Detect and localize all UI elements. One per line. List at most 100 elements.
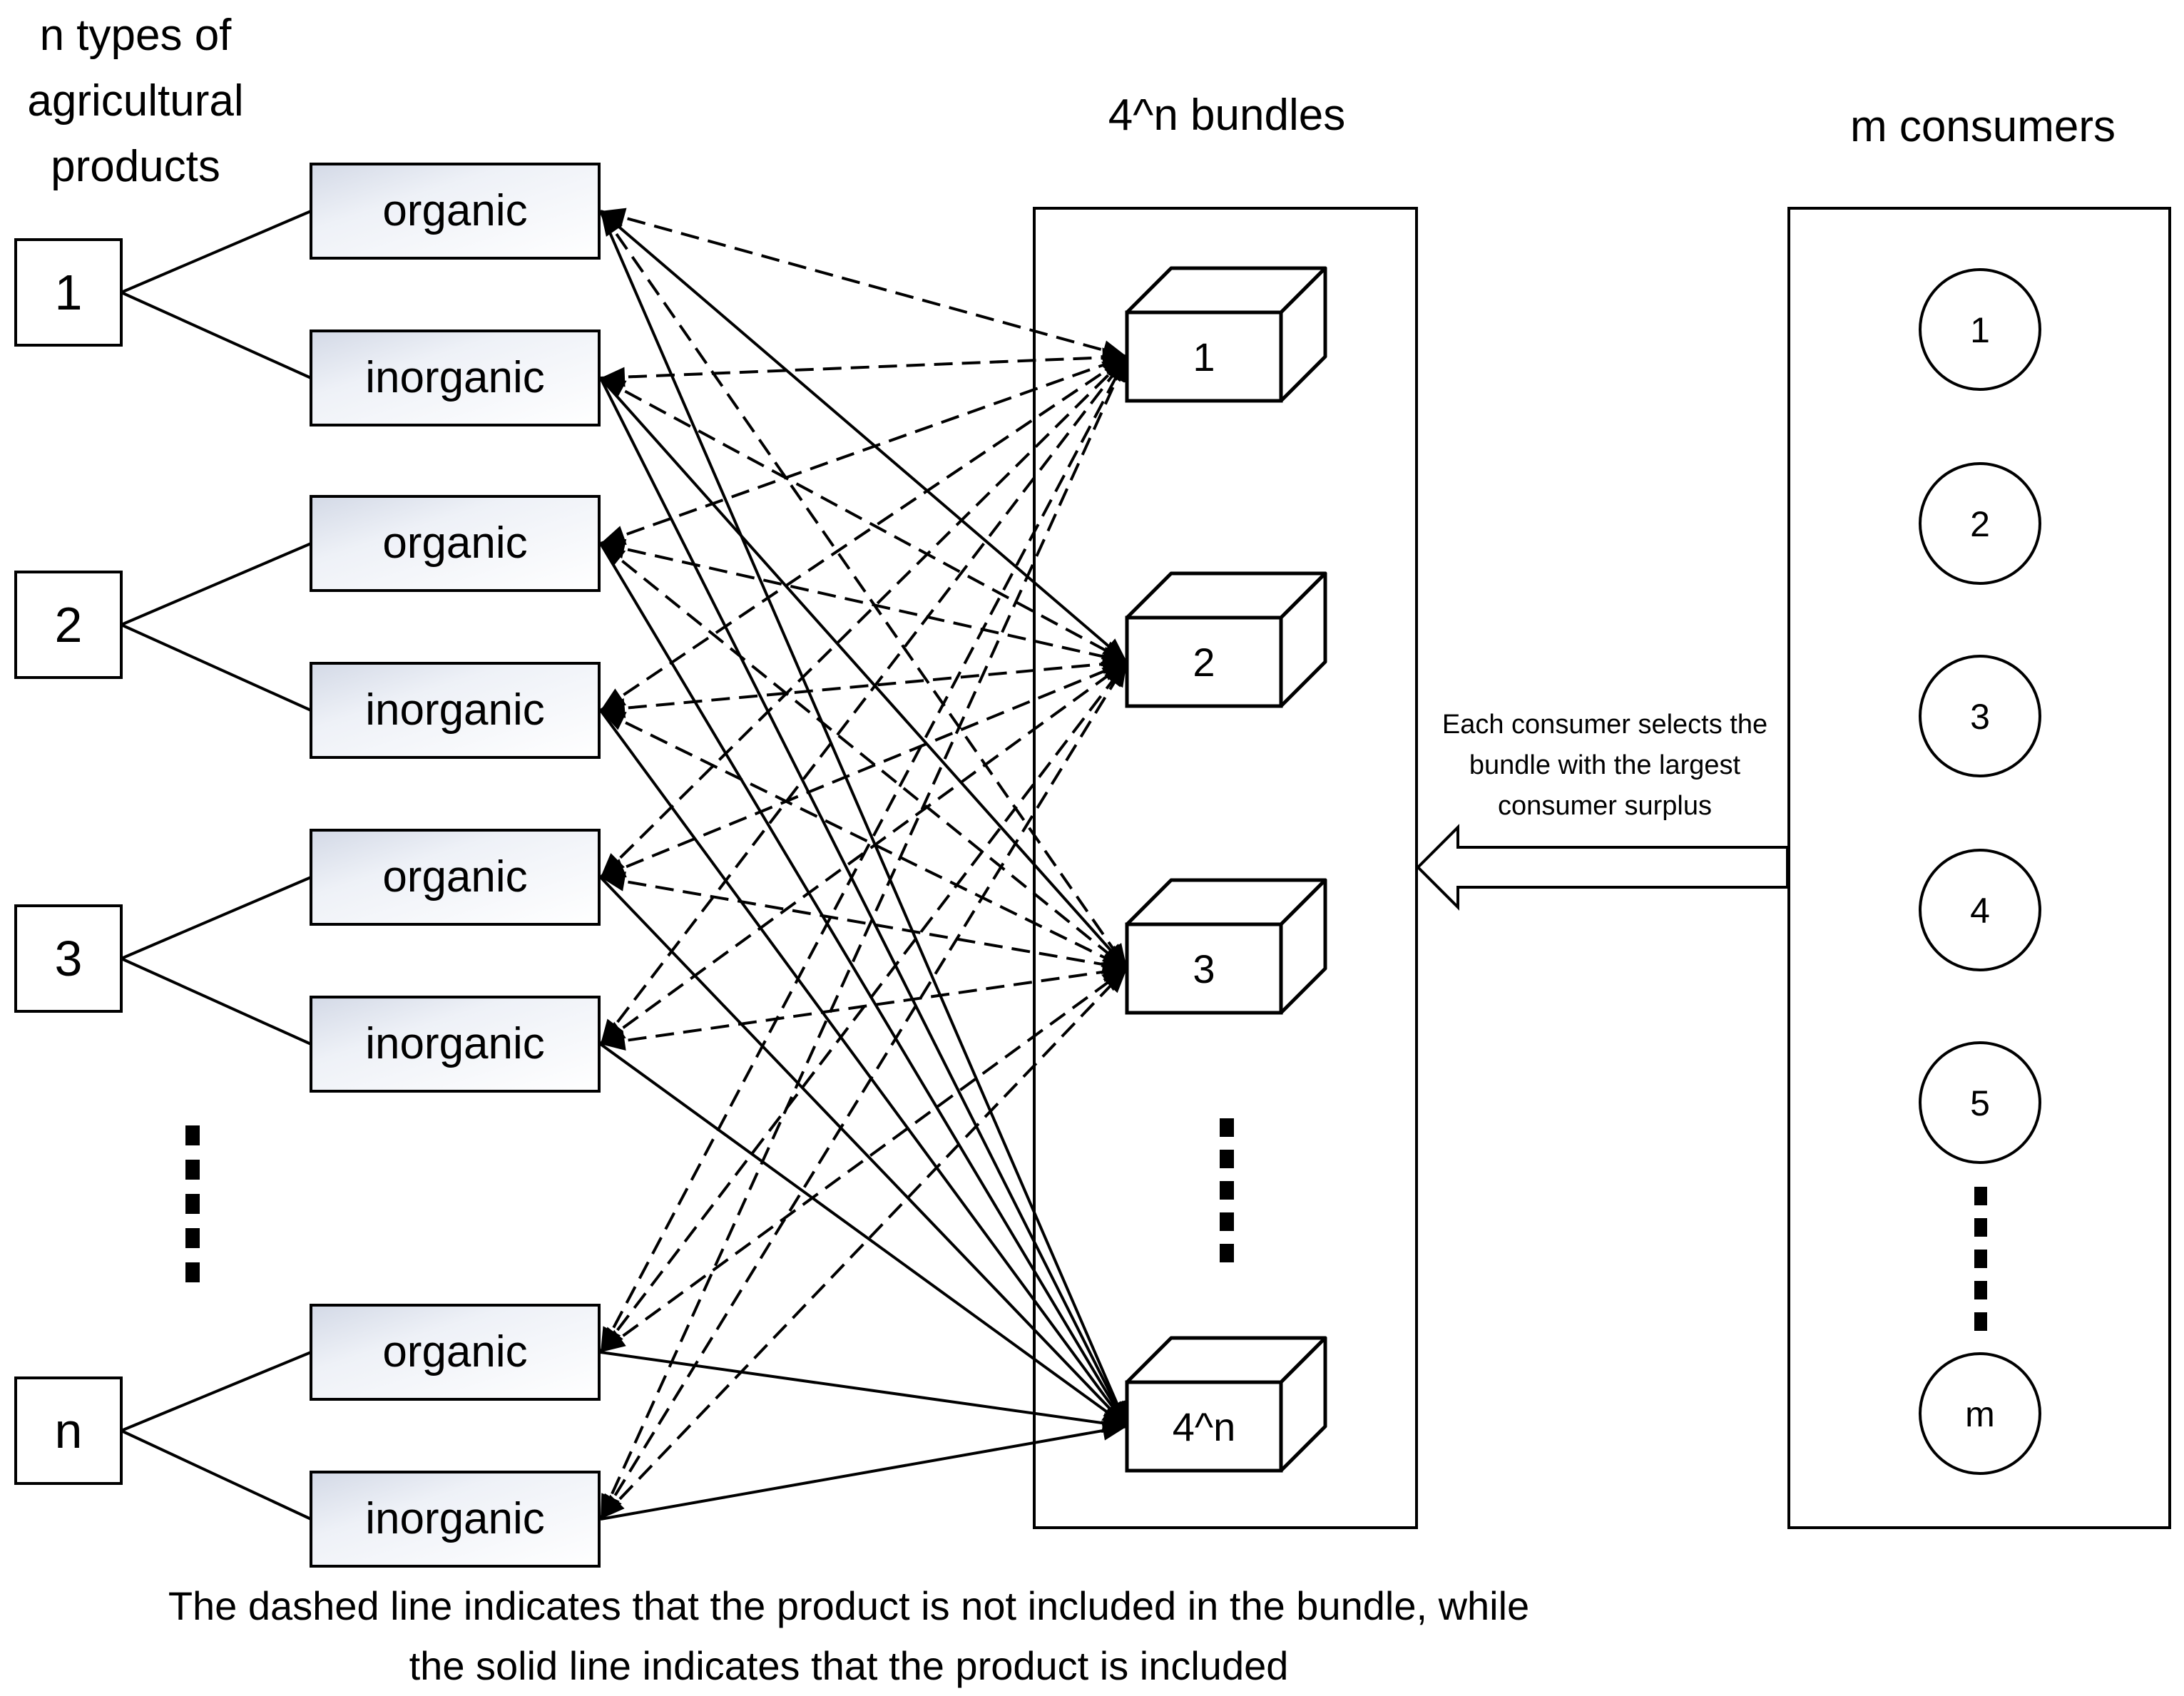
included-link: [599, 377, 1128, 1427]
consumer-circle: [1919, 462, 2041, 585]
product-arrowhead: [601, 208, 627, 228]
consumer-circle: [1919, 849, 2041, 971]
type-variant-connector: [121, 1429, 312, 1521]
included-link: [599, 876, 1128, 1428]
excluded-link: [600, 377, 1128, 663]
bundle-arrowhead: [1106, 662, 1127, 688]
consumer-label: 5: [1970, 1083, 1990, 1123]
links-layer: [599, 208, 1128, 1521]
type-variant-connector: [121, 623, 312, 712]
bundle-front-face: [1125, 615, 1283, 708]
consumer-circle: [1919, 1041, 2041, 1164]
excluded-link: [599, 660, 1128, 1046]
included-link: [599, 542, 1128, 1428]
bundles-frame: [1033, 207, 1418, 1529]
excluded-link: [599, 660, 1128, 1521]
consumer-label: 3: [1970, 697, 1990, 737]
product-type-label: n: [55, 1403, 83, 1459]
included-link: [599, 1043, 1128, 1428]
product-variant-box: [310, 829, 601, 926]
bundle-arrowhead: [1108, 357, 1127, 383]
product-variant-box: [310, 1304, 601, 1401]
included-link: [600, 1425, 1128, 1521]
bundle-arrowhead: [1103, 969, 1127, 993]
product-ellipsis-dot: [185, 1125, 200, 1145]
product-variant-box: [310, 662, 601, 759]
bundle-arrowhead: [1101, 1421, 1127, 1441]
product-type-box: [14, 1376, 123, 1485]
excluded-link: [600, 210, 1128, 358]
included-link: [599, 709, 1128, 1428]
excluded-link: [600, 876, 1128, 970]
product-type-label: 1: [55, 265, 83, 320]
product-ellipsis-dot: [185, 1262, 200, 1282]
excluded-link: [599, 660, 1128, 1354]
product-variant-label: organic: [382, 852, 527, 901]
selection-note: Each consumer selects the bundle with th…: [1441, 710, 1768, 821]
included-link: [600, 1351, 1128, 1428]
included-link: [599, 210, 1128, 1427]
product-arrowhead: [601, 1494, 625, 1519]
type-variant-connector: [121, 876, 312, 960]
excluded-link: [599, 210, 1128, 970]
type-variant-connector: [121, 1351, 312, 1432]
included-link: [599, 210, 1128, 663]
bundle-ellipsis-dot: [1220, 1118, 1234, 1137]
misc-layer: [185, 824, 1987, 1331]
product-variant-label: organic: [382, 186, 527, 235]
product-type-box: [14, 904, 123, 1013]
bundle-label: 3: [1193, 946, 1215, 991]
bundle-label: 4^n: [1173, 1404, 1236, 1449]
bundles-heading: 4^n bundles: [1108, 91, 1346, 140]
bundle-ellipsis-dot: [1220, 1212, 1234, 1231]
bundle-front-face: [1125, 310, 1283, 403]
product-variant-label: inorganic: [365, 1494, 545, 1543]
product-type-label: 3: [55, 931, 83, 986]
excluded-link: [600, 709, 1128, 970]
product-variant-box: [310, 330, 601, 426]
product-arrowhead: [601, 543, 626, 567]
type-variant-connector: [121, 542, 312, 626]
product-arrowhead: [601, 378, 627, 399]
excluded-link: [599, 355, 1128, 879]
product-type-box: [14, 238, 123, 347]
bundle-ellipsis-dot: [1220, 1181, 1234, 1200]
excluded-link: [600, 355, 1128, 545]
type-variant-connector: [121, 210, 312, 294]
product-arrowhead: [601, 526, 627, 545]
excluded-link: [600, 542, 1128, 663]
product-variant-label: inorganic: [365, 353, 545, 402]
excluded-link: [599, 967, 1128, 1354]
excluded-link: [599, 542, 1128, 970]
products-layer: 123norganicinorganicorganicinorganicorga…: [14, 163, 601, 1568]
excluded-link: [599, 355, 1128, 1046]
product-arrowhead: [601, 1329, 626, 1352]
consumer-ellipsis-dot: [1974, 1187, 1987, 1205]
consumer-label: m: [1965, 1394, 1995, 1434]
product-type-box: [14, 571, 123, 679]
excluded-link: [600, 355, 1128, 379]
product-arrowhead: [601, 710, 627, 730]
product-ellipsis-dot: [185, 1194, 200, 1214]
product-ellipsis-dot: [185, 1160, 200, 1180]
product-variant-label: organic: [382, 518, 527, 568]
bundle-ellipsis-dot: [1220, 1150, 1234, 1168]
product-variant-label: inorganic: [365, 1019, 545, 1068]
product-variant-label: organic: [382, 1327, 527, 1376]
excluded-link: [599, 967, 1128, 1521]
excluded-link: [600, 660, 1128, 712]
bundle-front-face: [1125, 922, 1283, 1015]
type-variant-connector: [121, 291, 312, 379]
product-arrowhead: [601, 211, 623, 237]
bundle-ellipsis-dot: [1220, 1244, 1234, 1262]
selection-arrow: [1416, 824, 1789, 911]
product-variant-label: inorganic: [365, 685, 545, 735]
consumer-label: 2: [1970, 504, 1990, 544]
consumer-circle: [1919, 655, 2041, 777]
excluded-link: [599, 355, 1128, 712]
products-heading: n types of agricultural products: [27, 11, 244, 191]
product-arrowhead: [601, 872, 626, 892]
